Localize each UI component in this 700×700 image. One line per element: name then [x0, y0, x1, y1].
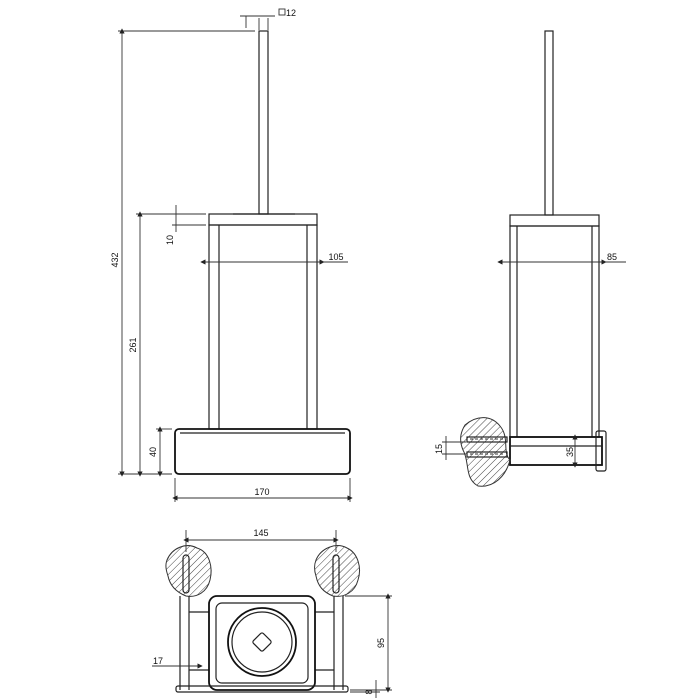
top-rod — [252, 632, 272, 652]
dim-total-height: 432 — [110, 252, 120, 267]
dim-base-width: 170 — [254, 487, 269, 497]
front-lid — [208, 213, 318, 226]
dim-body-width-front: 105 — [328, 252, 343, 262]
dim-rod-section: 12 — [286, 8, 296, 18]
dim-bracket-offset: 17 — [153, 656, 163, 666]
dim-foot-height: 8 — [364, 689, 374, 694]
top-view: 145 95 8 17 — [152, 528, 392, 698]
dim-lid-offset: 10 — [165, 235, 175, 245]
dim-top-width: 145 — [253, 528, 268, 538]
dim-wall-plug: 15 — [434, 444, 444, 454]
front-base — [174, 428, 351, 475]
dim-body-height: 261 — [128, 337, 138, 352]
top-body — [208, 595, 316, 691]
top-foot — [175, 685, 349, 693]
dim-body-width-side: 85 — [607, 252, 617, 262]
front-rod — [258, 30, 269, 215]
dim-depth: 95 — [376, 638, 386, 648]
square-section-icon — [278, 8, 286, 16]
top-lid-circle — [227, 607, 297, 677]
top-wall-section-right — [314, 545, 361, 597]
side-view: 85 35 15 — [434, 30, 626, 487]
side-body — [509, 225, 600, 438]
side-bracket — [509, 436, 603, 466]
dim-base-height: 40 — [148, 447, 158, 457]
front-body — [208, 224, 318, 430]
side-rod — [544, 30, 554, 216]
side-lid — [509, 214, 600, 227]
front-view: 432 261 10 40 170 105 12 — [110, 8, 353, 502]
dim-bracket-height: 35 — [565, 447, 575, 457]
